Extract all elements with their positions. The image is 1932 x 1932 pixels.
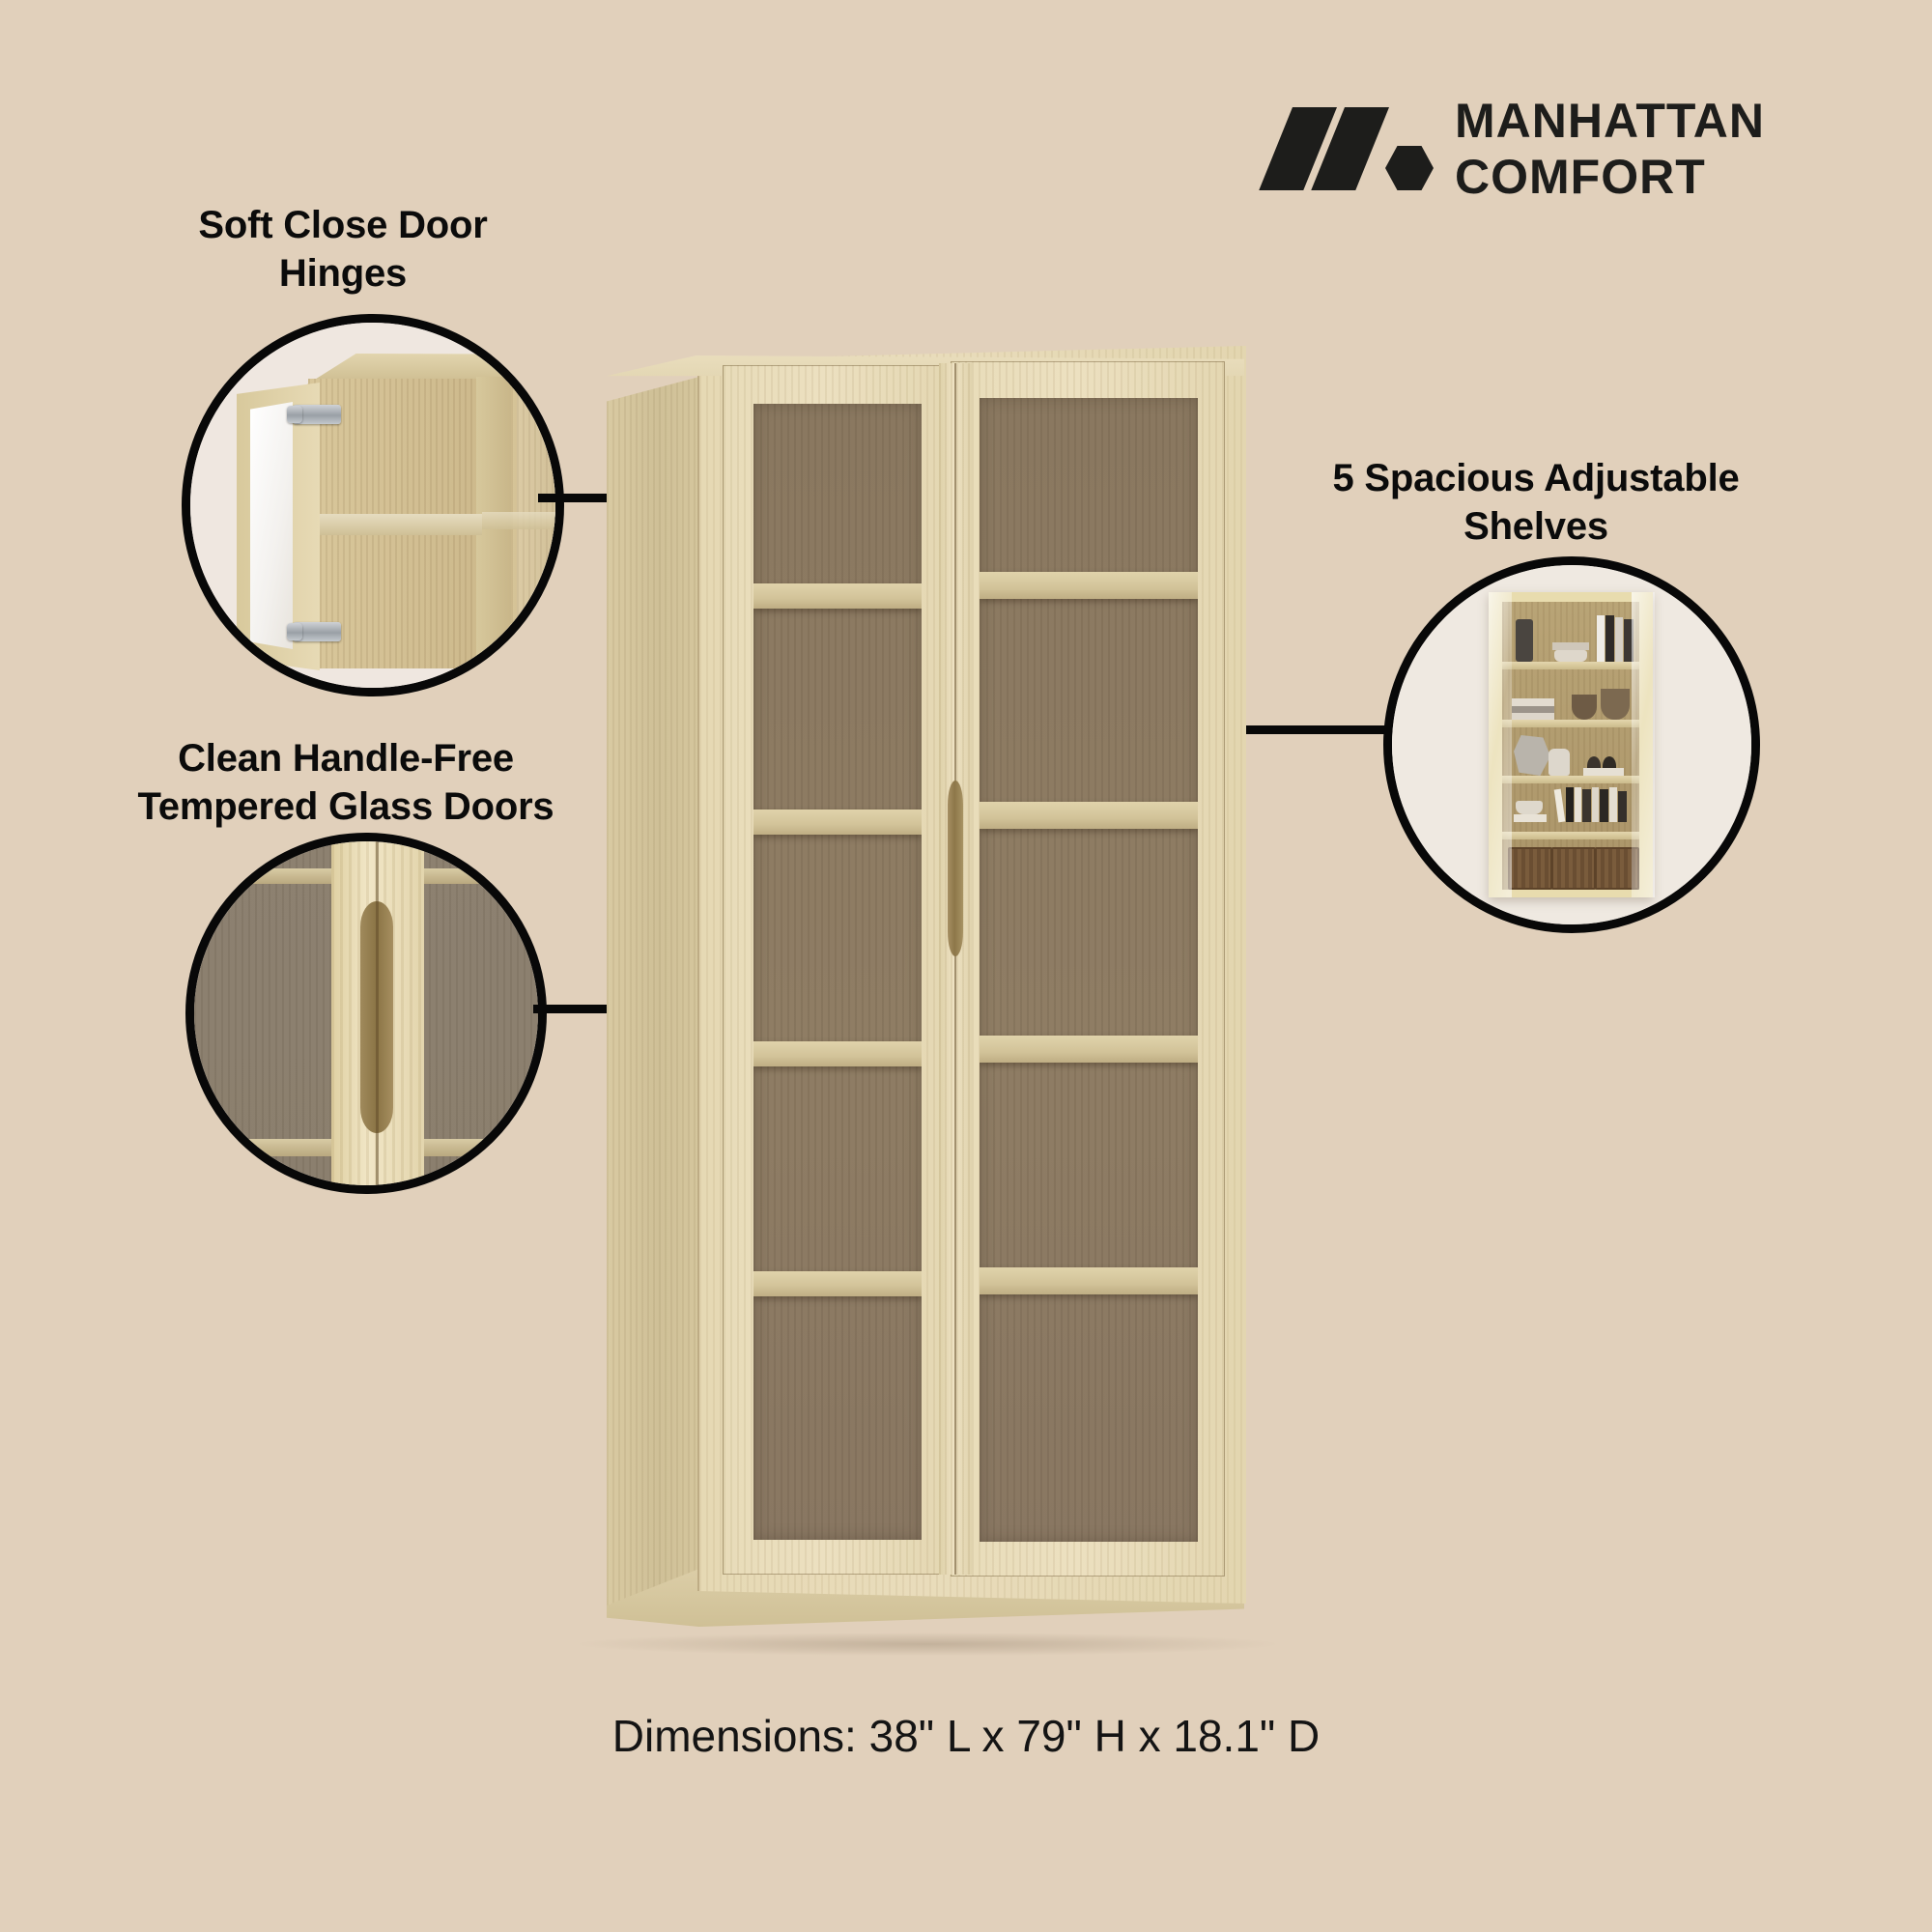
detail-book (1605, 615, 1614, 662)
detail-circle-soft-close-hinges (182, 314, 564, 696)
detail-shelf-4 (1502, 832, 1639, 839)
detail-shelf-3 (1502, 776, 1639, 783)
detail-glass-right (422, 841, 538, 1185)
detail-shelf-2 (1502, 720, 1639, 727)
detail-book (1566, 787, 1574, 822)
detail-book (1600, 789, 1608, 822)
product-dimensions-caption: Dimensions: 38" L x 79" H x 18.1" D (611, 1711, 1321, 1761)
detail-adjacent-panel (511, 384, 555, 674)
detail-book (1609, 787, 1617, 822)
styled-bookcase-shelves-detail (1392, 565, 1751, 924)
brand-logo: MANHATTAN COMFORT (1259, 97, 1765, 201)
detail-hinge-bottom-cup (287, 623, 302, 640)
detail-decor-bowl (1516, 801, 1543, 814)
detail-decor-pedestal-bowl (1572, 695, 1597, 720)
leader-line-adjustable-shelves (1219, 725, 1391, 734)
interior-shelf-left-2 (753, 810, 922, 835)
cabinet-glass-panel-left (753, 404, 922, 1540)
detail-door-glass (250, 402, 293, 649)
recessed-handle-detail (194, 841, 538, 1185)
detail-shelf-edge-right-top (422, 868, 538, 884)
cabinet-center-stile (939, 363, 972, 1575)
logo-hexagon-icon (1385, 146, 1434, 190)
brand-name-line2: COMFORT (1455, 150, 1706, 204)
glass-door-bookcase-cabinet (607, 346, 1246, 1640)
callout-title-line1: Clean Handle-Free (178, 737, 514, 780)
callout-title-line1: 5 Spacious Adjustable (1332, 457, 1740, 499)
detail-shelf-1 (1502, 662, 1639, 669)
brand-name-line1: MANHATTAN (1455, 94, 1765, 148)
callout-title-handle-free-glass-doors: Clean Handle-Free Tempered Glass Doors (104, 734, 587, 831)
detail-book (1615, 617, 1623, 662)
detail-book (1618, 791, 1627, 822)
callout-title-line2: Hinges (278, 252, 408, 295)
recessed-handle-groove[interactable] (948, 781, 963, 956)
detail-books-flat (1583, 768, 1624, 776)
detail-hinge-top-cup (287, 406, 302, 423)
interior-shelf-left-4 (753, 1271, 922, 1296)
detail-door-seam (376, 841, 379, 1185)
brand-name: MANHATTAN COMFORT (1455, 97, 1765, 201)
detail-shelf-edge-right-bottom (422, 1139, 538, 1156)
detail-books-flat (1512, 713, 1554, 720)
detail-circle-handle-free-glass-doors (185, 833, 547, 1194)
detail-glass-left (194, 841, 339, 1185)
open-cabinet-door-hinge-detail (190, 323, 555, 688)
callout-title-line2: Tempered Glass Doors (137, 785, 554, 828)
detail-book (1575, 787, 1581, 822)
detail-decor-books-flat (1552, 642, 1589, 650)
detail-shelf (308, 514, 482, 535)
detail-decor-bowl (1554, 650, 1587, 662)
detail-book (1592, 787, 1599, 822)
callout-title-line1: Soft Close Door (198, 204, 488, 246)
detail-glass-door-left (1489, 592, 1512, 897)
detail-storage-basket (1595, 847, 1639, 890)
detail-books-flat (1512, 698, 1554, 706)
cabinet-side-panel (607, 377, 699, 1605)
detail-books-flat (1514, 814, 1547, 822)
cabinet-glass-panel-right (980, 398, 1198, 1542)
detail-decor-vase (1548, 749, 1570, 776)
detail-circle-adjustable-shelves (1383, 556, 1760, 933)
interior-shelf-left-3 (753, 1041, 922, 1066)
detail-hinge-bottom (293, 622, 341, 641)
detail-storage-basket (1508, 847, 1552, 890)
detail-books-flat (1512, 706, 1554, 713)
cabinet-door-seam (954, 363, 956, 1575)
detail-hinge-top (293, 405, 341, 424)
interior-shelf-left-1 (753, 583, 922, 609)
detail-glass-door-right (1632, 592, 1655, 897)
detail-book (1582, 789, 1591, 822)
detail-storage-basket (1551, 847, 1596, 890)
callout-title-soft-close-hinges: Soft Close Door Hinges (116, 201, 570, 298)
cabinet-floor-shadow (580, 1633, 1275, 1656)
detail-decor-canister (1516, 619, 1533, 662)
detail-shelf-right (482, 512, 555, 529)
detail-book (1597, 615, 1605, 662)
detail-book (1624, 619, 1634, 662)
manhattan-comfort-logo-icon (1259, 107, 1434, 190)
detail-decor-pedestal-bowl (1601, 689, 1630, 720)
callout-title-adjustable-shelves: 5 Spacious Adjustable Shelves (1304, 454, 1768, 551)
interior-shelf-right-1 (980, 572, 1198, 599)
interior-shelf-right-4 (980, 1267, 1198, 1294)
callout-title-line2: Shelves (1463, 505, 1608, 548)
interior-shelf-right-2 (980, 802, 1198, 829)
detail-shelf-edge-left-top (194, 868, 339, 884)
interior-shelf-right-3 (980, 1036, 1198, 1063)
detail-shelf-edge-left-bottom (194, 1139, 339, 1156)
